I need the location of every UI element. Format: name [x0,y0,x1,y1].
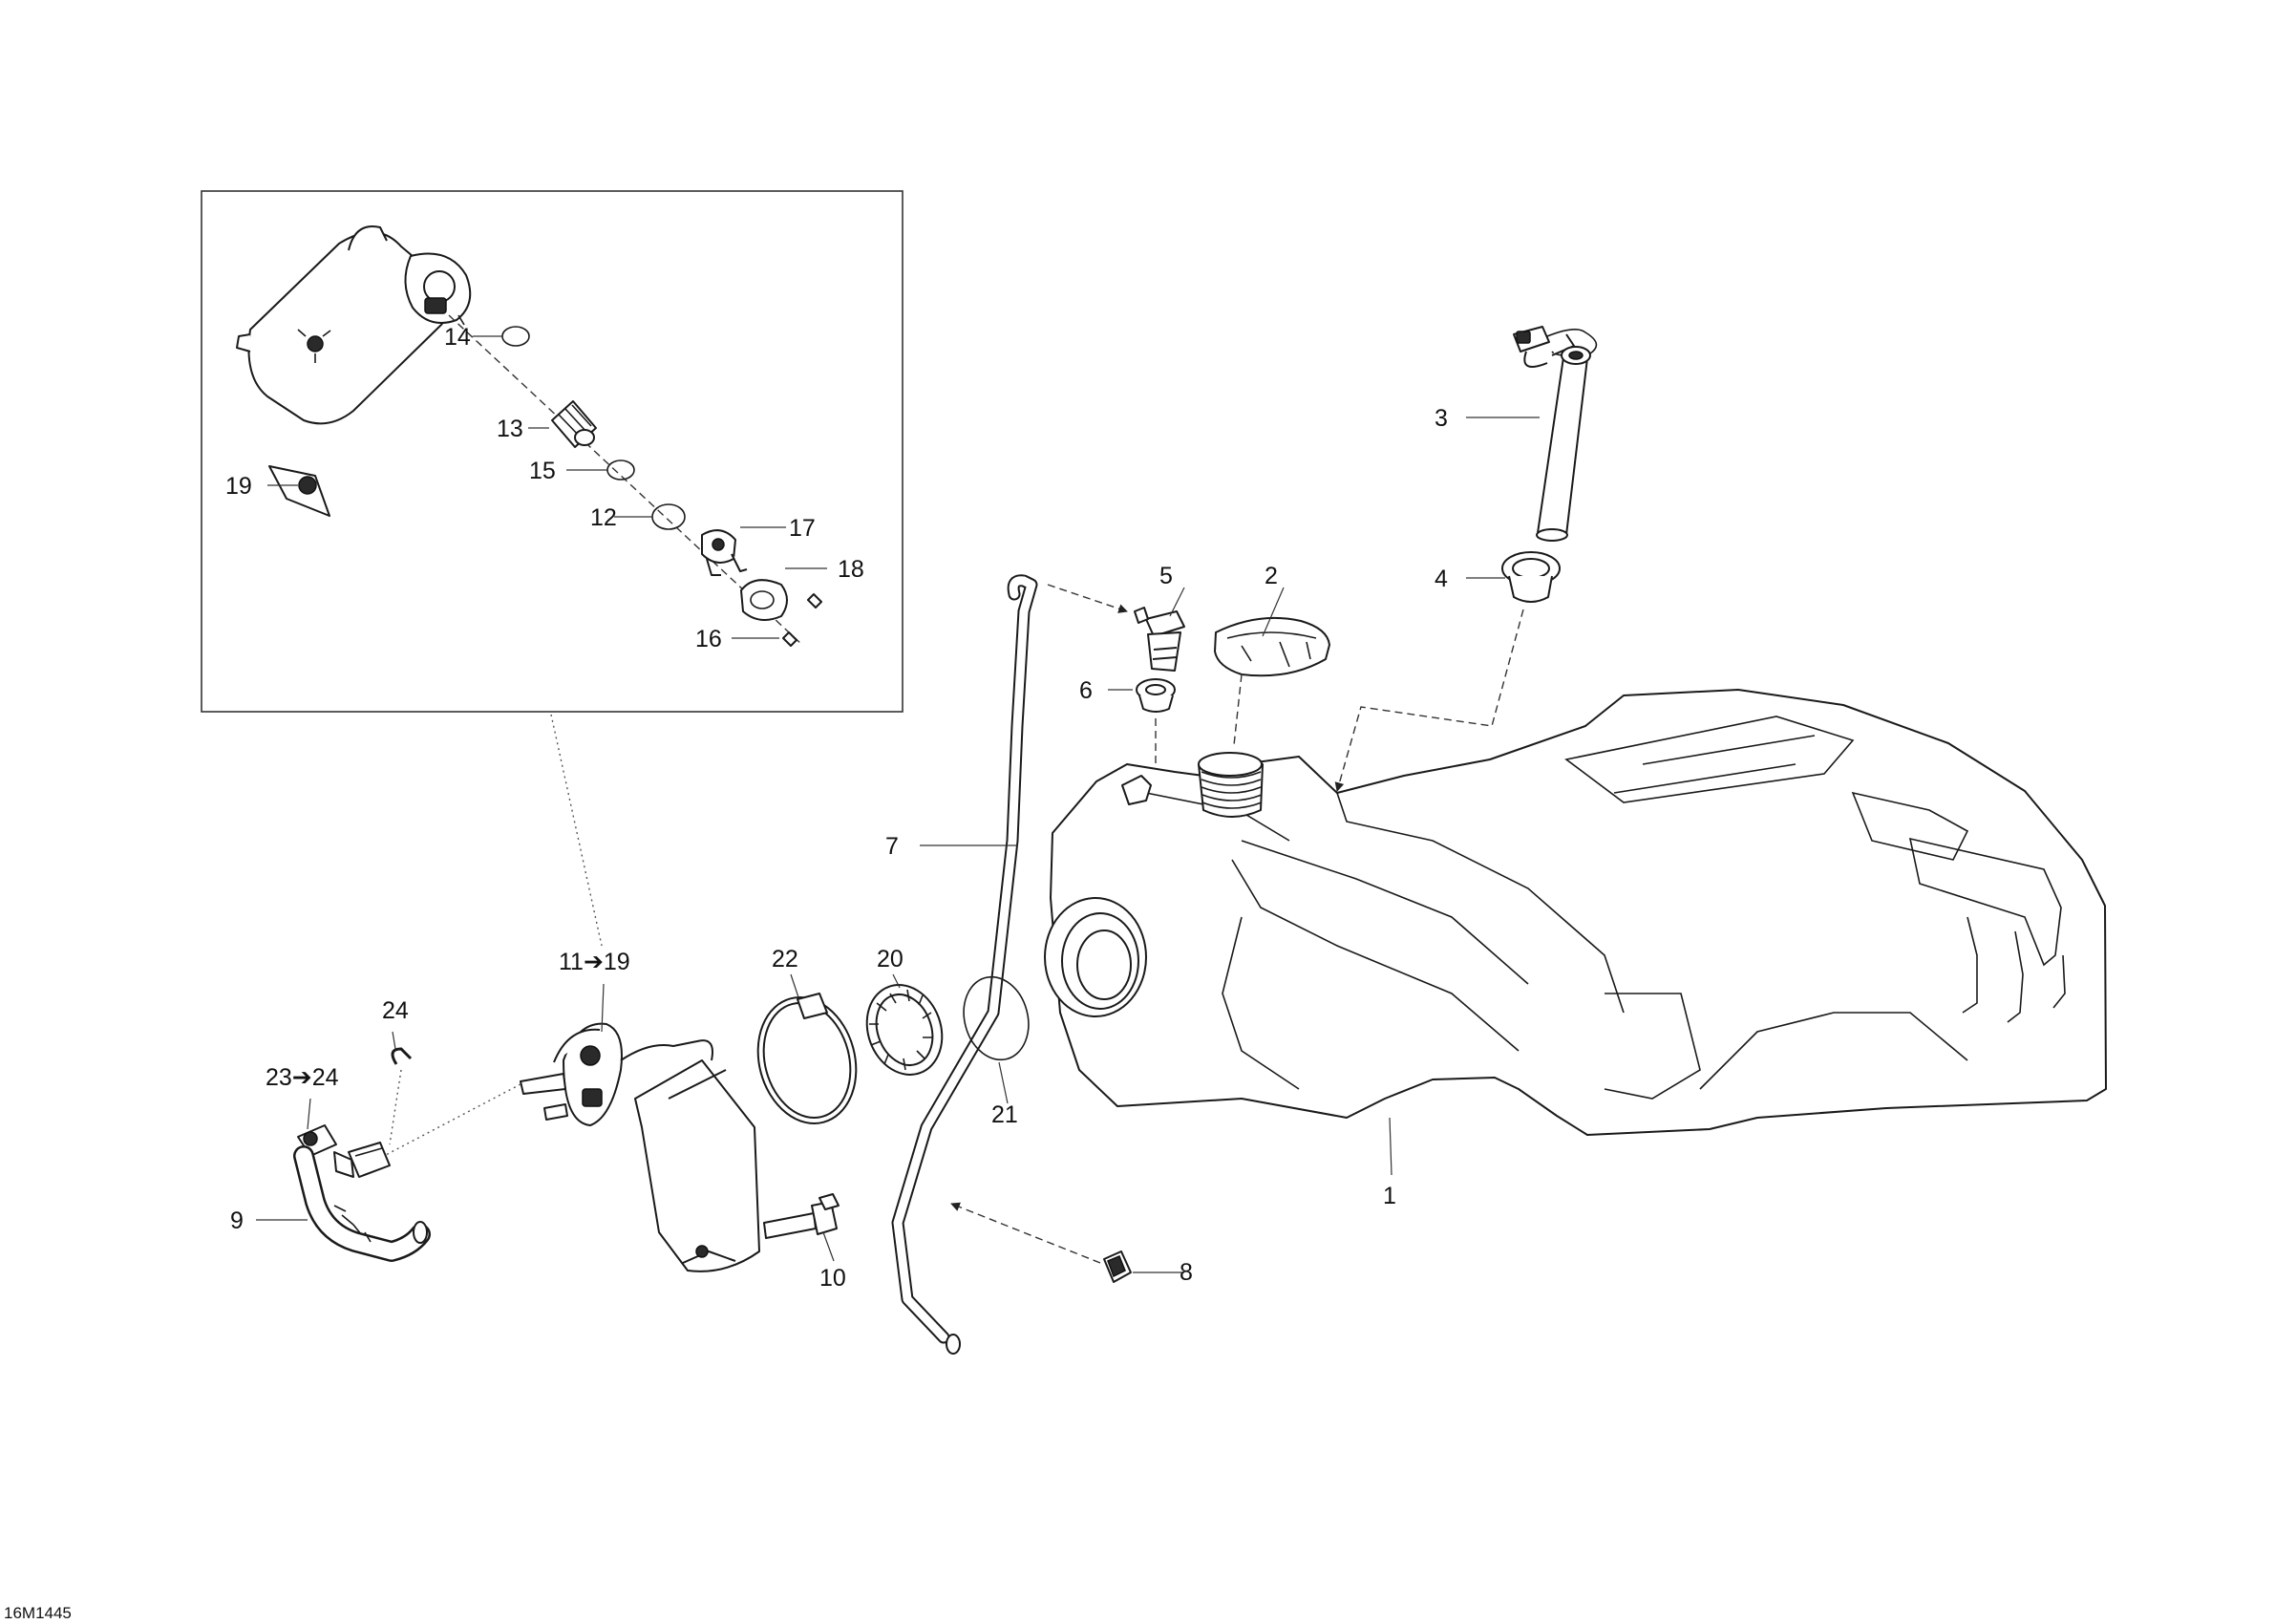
part-12-oring [651,503,686,530]
callout-6: 6 [1079,677,1093,704]
part-9-fuel-hose [293,1145,431,1262]
callout-3: 3 [1435,405,1448,432]
part-22-clamp [756,993,858,1124]
callout-15: 15 [529,458,556,484]
part-20-lock-ring [865,984,944,1076]
callout-21: 21 [991,1101,1018,1128]
callout-2: 2 [1265,563,1278,589]
part-21-oring [963,975,1030,1061]
callout-12: 12 [590,504,617,531]
part-1-fuel-tank [1044,689,2107,1136]
callout-17: 17 [789,515,816,542]
callout-1: 1 [1383,1183,1396,1209]
part-14-oring [501,326,530,347]
callout-24: 24 [382,997,409,1024]
tank-pump-opening [1044,897,1147,1017]
callout-22: 22 [772,946,798,972]
callout-16: 16 [695,626,722,652]
callout-23-24: 23➔24 [266,1064,339,1091]
callout-19: 19 [225,473,252,500]
part-10-bolt [763,1193,840,1239]
part-17-regulator [701,529,748,576]
callout-5: 5 [1159,563,1173,589]
pump-detail-inset [201,190,904,713]
part-24-retaining-clip [391,1047,413,1065]
callout-4: 4 [1435,566,1448,592]
tank-filler-neck [1198,752,1264,818]
inset-pump-body-drawing [236,225,472,425]
part-7-vent-hose [891,574,1038,1355]
diagram-code: 16M1445 [4,1604,72,1622]
part-5-vent-fitting [1134,607,1185,672]
part-18-plate [740,579,788,621]
callout-14: 14 [444,324,471,351]
callout-18: 18 [838,556,864,583]
part-6-grommet [1136,678,1176,713]
part-11-19-fuel-pump-assembly [520,1022,760,1272]
part-4-grommet [1501,551,1561,603]
callout-9: 9 [230,1207,244,1234]
callout-7: 7 [885,833,899,860]
callout-10: 10 [819,1265,846,1292]
part-15-clip [606,459,635,481]
part-3-fuel-level-sender [1513,326,1598,542]
inset-part-19-bracket [268,465,330,517]
callout-11-19: 11➔19 [559,949,630,975]
part-8-clip [1103,1250,1132,1283]
callout-20: 20 [877,946,904,972]
callout-8: 8 [1180,1259,1193,1286]
callout-13: 13 [497,416,523,442]
part-2-fuel-cap [1214,616,1330,677]
part-13-filter [551,400,597,448]
part-16-screws [782,593,822,647]
